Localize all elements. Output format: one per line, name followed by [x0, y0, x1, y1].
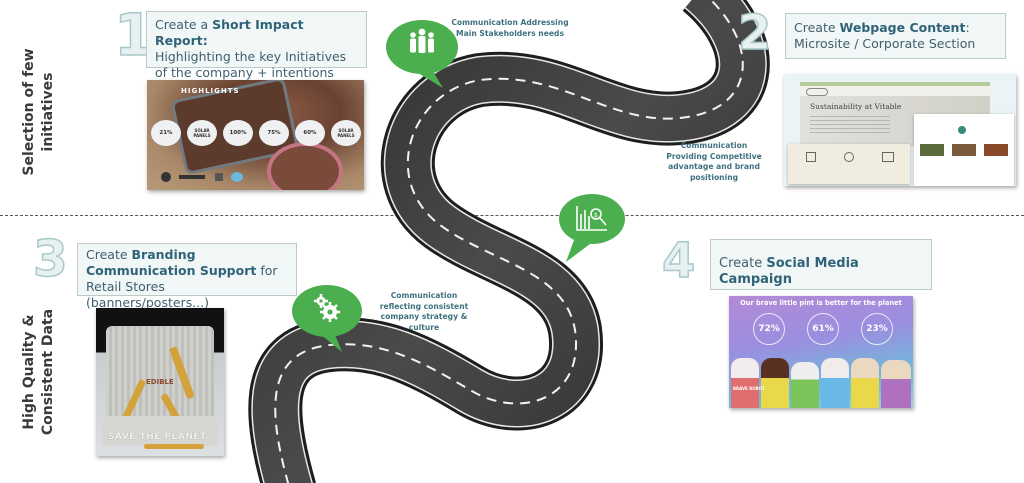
social-stat: 61% [807, 313, 839, 345]
pint [821, 358, 849, 408]
web-body-text [810, 116, 890, 136]
retail-slogan: SAVE THE PLANET [108, 432, 207, 442]
step-2-line1: Create Webpage Content: [794, 20, 997, 36]
logo-mark [161, 172, 171, 182]
step-2-line2: Microsite / Corporate Section [794, 36, 976, 51]
report-stat: 75% [259, 120, 289, 146]
logo-mark [231, 172, 243, 182]
logo-mark [215, 173, 223, 181]
social-headline: Our brave little pint is better for the … [740, 299, 902, 307]
pint [731, 358, 759, 408]
note-line: Main Stakeholders needs [456, 28, 564, 38]
milestone-note-competitive: Communication Providing Competitive adva… [660, 141, 768, 183]
social-pints: BRAVE ROBOT [729, 358, 913, 408]
social-campaign-thumbnail: Our brave little pint is better for the … [729, 296, 913, 408]
social-stat: 72% [753, 313, 785, 345]
report-stat: SOLAR PANELS [331, 120, 361, 146]
milestone-note-culture: Communication reflecting consistent comp… [372, 291, 476, 333]
step-4-box: Create Social Media Campaign [710, 239, 932, 290]
web-nav [800, 86, 990, 96]
note-line: culture [408, 322, 440, 332]
step-3-box: Create Branding Communication Support fo… [77, 243, 297, 310]
note-line: Communication [680, 141, 748, 150]
report-stat: 60% [295, 120, 325, 146]
spoon-shape [144, 444, 204, 449]
step-2-number: 2 [737, 5, 772, 61]
impact-report-thumbnail: HIGHLIGHTS 21% SOLAR PANELS 100% 75% 60%… [147, 80, 364, 190]
retail-box-lid [106, 326, 214, 416]
retail-thumbnail: EDIBLE SAVE THE PLANET [96, 308, 224, 456]
note-line: Communication Addressing [451, 18, 569, 27]
note-line: reflecting consistent [379, 301, 469, 311]
social-brand: BRAVE ROBOT [733, 386, 765, 391]
report-stat: 21% [151, 120, 181, 146]
note-line: advantage and brand [668, 162, 760, 171]
webpage-thumbnail: Sustainability at Vitable [784, 74, 1016, 186]
logo-mark [179, 175, 205, 179]
chart-search-icon: $ [576, 206, 607, 231]
report-bowl [267, 142, 343, 190]
report-stat: 100% [223, 120, 253, 146]
step-3-line2: Communication Support for [86, 263, 288, 279]
step-2-suffix: : [965, 20, 970, 35]
step-3-title-cont: Communication Support [86, 263, 257, 278]
step-4-line1: Create Social Media Campaign [719, 256, 923, 288]
step-1-line1: Create a Short Impact Report: [155, 17, 358, 49]
step-4-prefix: Create [719, 256, 767, 271]
section-divider [0, 215, 1024, 216]
milestone-bubble-culture [292, 285, 362, 352]
step-2-prefix: Create [794, 20, 840, 35]
pint [851, 358, 879, 408]
step-1-title: Short Impact Report: [155, 17, 304, 48]
note-line: Communication [390, 291, 458, 300]
note-line: positioning [689, 172, 739, 182]
step-1-line2: Highlighting the key Initiatives [155, 49, 347, 64]
step-3-prefix: Create [86, 247, 132, 262]
report-stats: 21% SOLAR PANELS 100% 75% 60% SOLAR PANE… [151, 120, 361, 146]
people-icon [410, 28, 434, 53]
report-title: HIGHLIGHTS [181, 87, 240, 95]
step-3-suffix: for [256, 263, 278, 278]
step-3-number: 3 [32, 230, 68, 288]
web-topbar [800, 82, 990, 86]
web-card-right [914, 114, 1014, 186]
step-4-number: 4 [661, 233, 696, 289]
web-photo [920, 144, 944, 156]
web-badge [958, 126, 966, 134]
social-stat: 23% [861, 313, 893, 345]
milestone-note-stakeholders: Communication Addressing Main Stakeholde… [440, 18, 580, 39]
retail-box-base [102, 416, 218, 446]
report-stat: SOLAR PANELS [187, 120, 217, 146]
milestone-bubble-stakeholders [386, 20, 458, 88]
note-line: company strategy & [380, 312, 468, 321]
step-4-title: Social Media Campaign [719, 256, 859, 287]
step-3-line1: Create Branding [86, 247, 288, 263]
web-icon [844, 152, 854, 162]
report-logos [161, 172, 251, 182]
web-photo [984, 144, 1008, 156]
gears-icon [314, 294, 340, 322]
step-3-title: Branding [131, 247, 196, 262]
milestone-bubble-competitive: $ [559, 194, 625, 262]
pint [881, 360, 911, 408]
pint [761, 358, 789, 408]
note-line: Providing Competitive [666, 151, 762, 161]
web-heading: Sustainability at Vitable [810, 102, 902, 111]
pint [791, 362, 819, 408]
svg-text:$: $ [594, 212, 598, 219]
step-3-line3: Retail Stores (banners/posters...) [86, 279, 210, 310]
step-1-box: Create a Short Impact Report: Highlighti… [146, 11, 367, 80]
step-1-line3: of the company + intentions [155, 65, 334, 80]
web-logo [806, 88, 828, 96]
web-photo [952, 144, 976, 156]
web-card-left [788, 144, 910, 184]
step-1-prefix: Create a [155, 17, 213, 32]
web-icon [806, 152, 816, 162]
step-2-box: Create Webpage Content: Microsite / Corp… [785, 13, 1006, 59]
retail-brand: EDIBLE [146, 378, 174, 386]
step-2-title: Webpage Content [839, 20, 966, 35]
web-icon [882, 152, 894, 162]
